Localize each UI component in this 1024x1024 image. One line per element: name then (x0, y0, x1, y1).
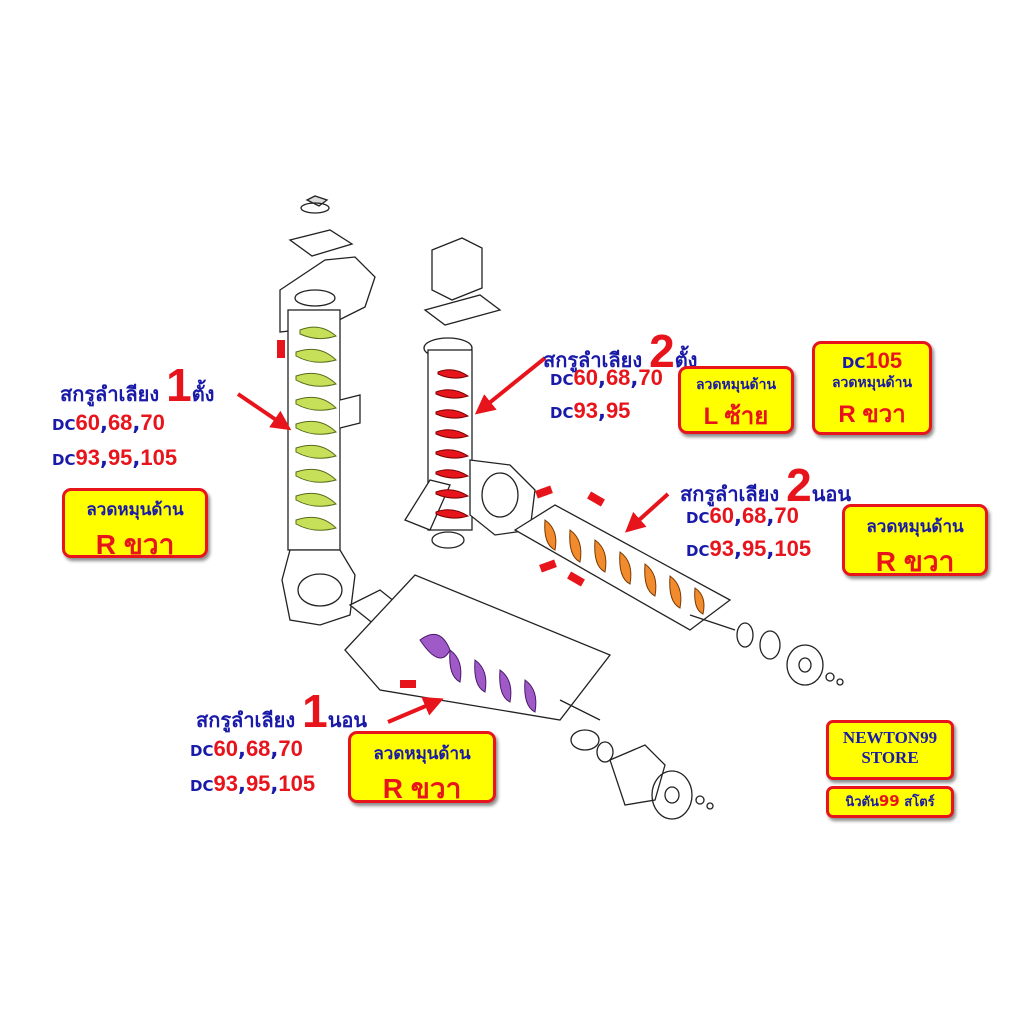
label-v1-line2: DC93,95,105 (52, 445, 178, 470)
store-name-line1: NEWTON99 (842, 728, 938, 747)
label-h2-title: สกรูลำเลียง 2นอน (680, 459, 852, 511)
arrow-h2 (625, 492, 670, 533)
label-v2-line2: DC93,95 (550, 398, 631, 423)
red-flighting (435, 369, 470, 519)
label-h2-line1: DC60,68,70 (686, 503, 799, 528)
box-v1: ลวดหมุนด้าน R ขวา (62, 488, 208, 560)
arrow-v1 (236, 392, 292, 431)
vertical-auger-2 (404, 237, 536, 549)
orange-plates (535, 485, 605, 587)
green-flighting (295, 326, 337, 531)
store-name-line2: STORE (861, 748, 919, 767)
label-v1-line1: DC60,68,70 (52, 410, 165, 435)
label-h1-title: สกรูลำเลียง 1นอน (196, 685, 368, 737)
label-v2-line1: DC60,68,70 (550, 365, 663, 390)
vertical-auger-1 (279, 195, 376, 626)
label-v2-title: สกรูลำเลียง 2ตั้ง (543, 325, 698, 377)
arrow-h1 (387, 697, 444, 724)
label-h2-line2: DC93,95,105 (686, 536, 812, 561)
box-v2: ลวดหมุนด้าน L ซ้าย (678, 366, 794, 434)
box-h2: ลวดหมุนด้าน R ขวา (842, 504, 988, 577)
label-v1-prefix: สกรูลำเลียง (60, 382, 167, 406)
box-h1: ลวดหมุนด้าน R ขวา (348, 731, 496, 804)
purple-flighting (419, 633, 537, 713)
callout-arrows (236, 356, 670, 724)
orange-flighting (544, 519, 705, 615)
store-thai-name: นิวตัน99 สโตร์ (826, 786, 954, 818)
store-logo: NEWTON99 STORE (826, 720, 954, 780)
label-v1-num: 1 (166, 359, 192, 411)
label-v1-title: สกรูลำเลียง 1ตั้ง (60, 362, 214, 408)
red-bracket (277, 340, 285, 358)
label-v1-suffix: ตั้ง (191, 382, 215, 406)
box-dc105: DC105 ลวดหมุนด้าน R ขวา (812, 341, 932, 435)
label-h1-line1: DC60,68,70 (190, 736, 303, 761)
arrow-v2 (474, 356, 547, 415)
purple-plate (400, 680, 416, 688)
label-h1-line2: DC93,95,105 (190, 771, 316, 796)
